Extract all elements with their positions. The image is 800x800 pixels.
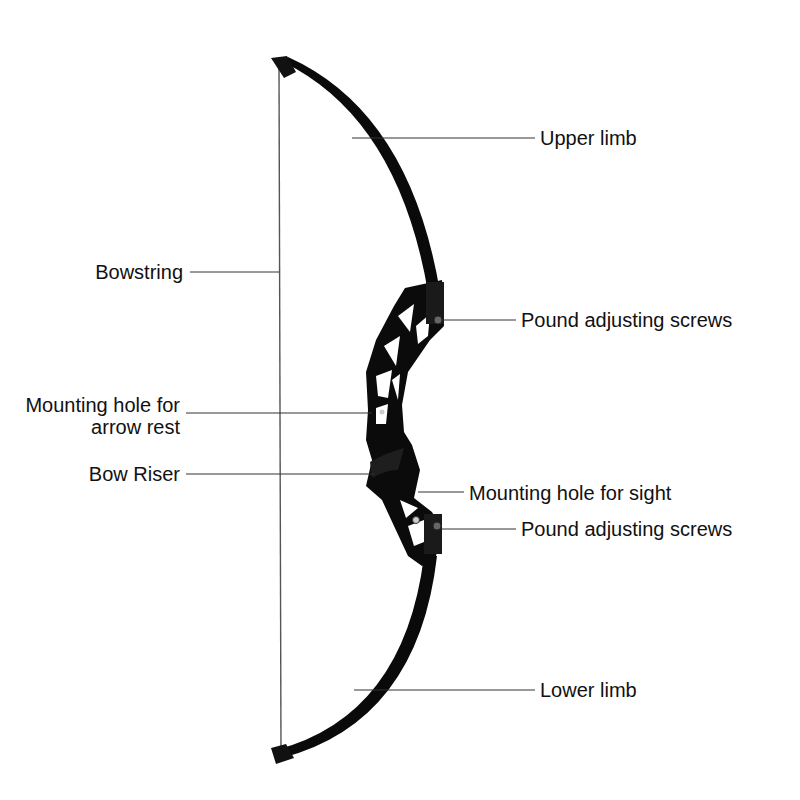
pound-screw [434,316,442,324]
leader-line [418,492,464,493]
part-label: Mounting hole for arrow rest [4,394,180,438]
leader-line [190,272,279,273]
leader-line [354,690,535,691]
part-label: Pound adjusting screws [521,309,732,331]
leader-line [442,320,516,321]
sight-hole [413,517,420,524]
part-label: Bow Riser [89,463,180,485]
riser-cutout [392,374,400,400]
leader-line [186,413,372,414]
leader-lines [186,138,535,690]
grip [370,448,404,478]
part-label: Mounting hole for sight [469,482,671,504]
leader-line [352,138,535,139]
limb-pocket [426,282,444,324]
rest-hole [380,410,385,415]
upper-limb [283,57,440,292]
part-label: Bowstring [95,261,183,283]
upper-limb-tip [271,56,296,78]
lower-limb-tip [271,744,294,764]
limb-pocket [424,514,442,554]
pound-screw [433,522,441,530]
riser-cutout [398,304,414,332]
leader-line [186,474,374,475]
riser-cutout [400,500,418,518]
part-label: Upper limb [540,127,637,149]
part-label: Pound adjusting screws [521,518,732,540]
part-label: Lower limb [540,679,637,701]
leader-line [442,529,516,530]
riser-cutout [376,404,388,424]
bowstring-line [279,66,281,752]
lower-limb [276,556,437,758]
riser-cutout [384,336,400,366]
bow-riser [366,280,444,566]
riser-cutout [376,370,392,398]
